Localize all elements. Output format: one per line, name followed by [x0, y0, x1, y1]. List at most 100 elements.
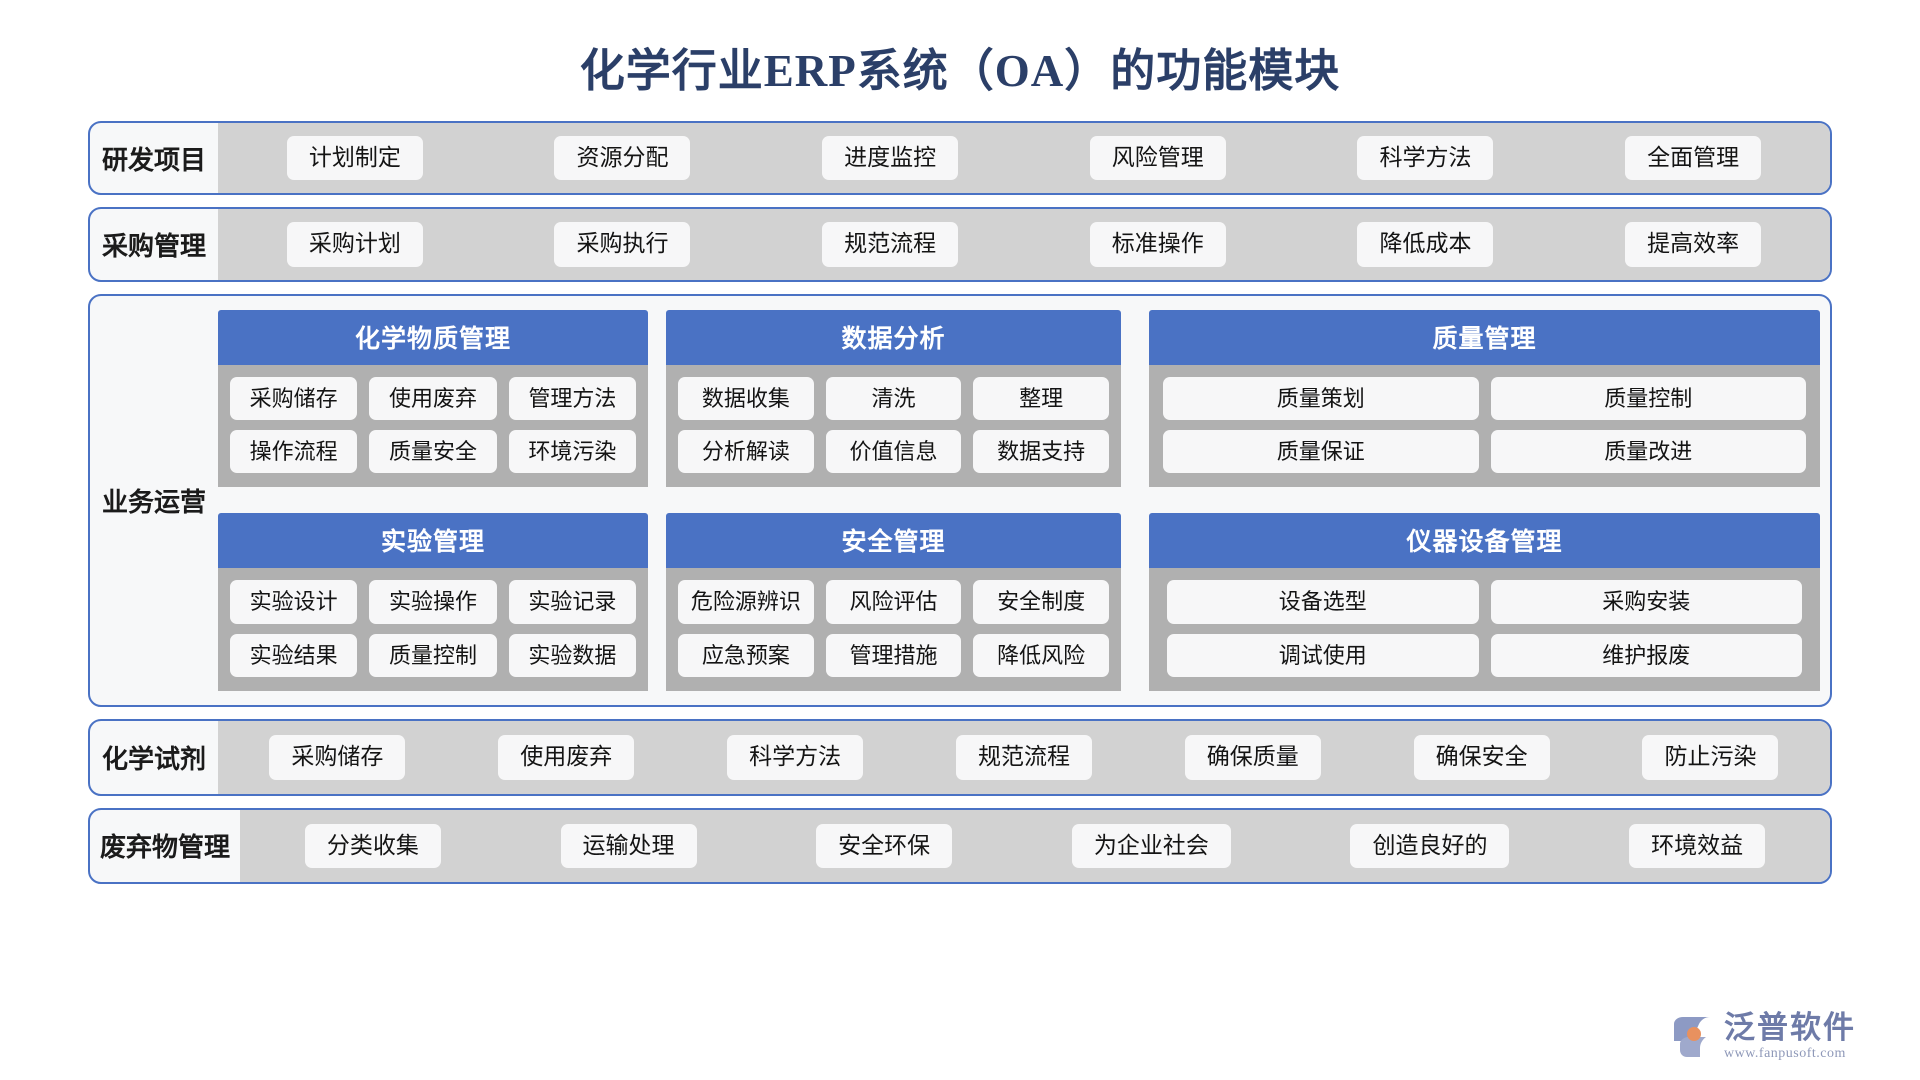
logo-company-name: 泛普软件	[1724, 1010, 1856, 1045]
pill-item[interactable]: 整理	[973, 376, 1110, 421]
pill-item[interactable]: 创造良好的	[1350, 823, 1510, 868]
pill-item[interactable]: 分析解读	[678, 430, 814, 474]
pill-item[interactable]: 操作流程	[230, 430, 358, 474]
pill-item[interactable]: 质量保证	[1163, 430, 1479, 474]
section-items-procurement: 采购计划 采购执行 规范流程 标准操作 降低成本 提高效率	[218, 209, 1830, 280]
pill-item[interactable]: 危险源辨识	[678, 580, 814, 624]
pill-item[interactable]: 实验结果	[230, 633, 358, 678]
pill-item[interactable]: 科学方法	[727, 735, 864, 780]
pill-item[interactable]: 管理方法	[508, 376, 636, 421]
pill-item[interactable]: 使用废弃	[369, 376, 497, 421]
card-row: 实验设计 实验操作 实验记录	[230, 580, 636, 624]
pill-item[interactable]: 标准操作	[1089, 222, 1226, 267]
pill-item[interactable]: 维护报废	[1490, 633, 1802, 678]
pill-item[interactable]: 风险评估	[825, 580, 962, 624]
section-rd-project: 研发项目 计划制定 资源分配 进度监控 风险管理 科学方法 全面管理	[88, 121, 1832, 196]
card-title: 化学物质管理	[218, 309, 648, 365]
pill-item[interactable]: 防止污染	[1642, 735, 1779, 780]
pill-item[interactable]: 数据支持	[973, 430, 1110, 474]
card-title: 质量管理	[1149, 309, 1820, 365]
pill-item[interactable]: 资源分配	[554, 136, 691, 181]
pill-item[interactable]: 提高效率	[1625, 222, 1762, 267]
section-label-procurement: 采购管理	[101, 232, 206, 262]
pill-item[interactable]: 采购计划	[286, 222, 423, 267]
pill-item[interactable]: 确保安全	[1413, 735, 1550, 780]
pill-item[interactable]: 分类收集	[304, 823, 441, 868]
page-title: 化学行业ERP系统（OA）的功能模块	[579, 46, 1341, 96]
section-business-operations: 业务运营 化学物质管理 采购储存 使用废弃 管理方法 操作流程 质量安全 环境污…	[88, 293, 1832, 708]
pill-item[interactable]: 科学方法	[1357, 136, 1494, 181]
section-label-business-operations: 业务运营	[101, 487, 206, 517]
pill-item[interactable]: 运输处理	[560, 823, 697, 868]
section-items-chemical-reagent: 采购储存 使用废弃 科学方法 规范流程 确保质量 确保安全 防止污染	[218, 721, 1830, 794]
card-title: 实验管理	[218, 513, 648, 569]
pill-item[interactable]: 使用废弃	[498, 735, 635, 780]
pill-item[interactable]: 数据收集	[678, 376, 814, 421]
card-row: 采购储存 使用废弃 管理方法	[230, 376, 636, 421]
pill-item[interactable]: 实验设计	[230, 580, 358, 624]
section-label-chemical-reagent: 化学试剂	[101, 744, 206, 774]
pill-item[interactable]: 实验记录	[508, 580, 636, 624]
card-safety-management: 安全管理 危险源辨识 风险评估 安全制度 应急预案 管理措施 降低风险	[666, 513, 1121, 692]
card-row: 操作流程 质量安全 环境污染	[230, 430, 636, 474]
card-row: 实验结果 质量控制 实验数据	[230, 633, 636, 678]
section-items-waste-management: 分类收集 运输处理 安全环保 为企业社会 创造良好的 环境效益	[240, 809, 1830, 882]
pill-item[interactable]: 为企业社会	[1071, 823, 1231, 868]
fanpu-logo-icon	[1670, 1014, 1716, 1060]
pill-item[interactable]: 质量改进	[1490, 430, 1806, 474]
pill-item[interactable]: 采购储存	[269, 735, 406, 780]
logo-text: 泛普软件 www.fanpusoft.com	[1724, 1012, 1856, 1062]
pill-item[interactable]: 计划制定	[286, 136, 423, 181]
pill-item[interactable]: 质量策划	[1163, 376, 1479, 421]
pill-item[interactable]: 价值信息	[825, 430, 962, 474]
card-body: 设备选型 采购安装 调试使用 维护报废	[1149, 568, 1820, 692]
pill-item[interactable]: 安全制度	[973, 580, 1110, 624]
card-body: 采购储存 使用废弃 管理方法 操作流程 质量安全 环境污染	[218, 364, 648, 488]
card-row: 调试使用 维护报废	[1167, 633, 1802, 678]
pill-item[interactable]: 降低成本	[1357, 222, 1494, 267]
pill-item[interactable]: 规范流程	[822, 222, 959, 267]
pill-item[interactable]: 设备选型	[1167, 580, 1479, 624]
pill-item[interactable]: 确保质量	[1184, 735, 1321, 780]
card-row: 质量保证 质量改进	[1163, 430, 1806, 474]
card-body: 数据收集 清洗 整理 分析解读 价值信息 数据支持	[666, 364, 1121, 488]
pill-item[interactable]: 采购储存	[230, 376, 358, 421]
section-waste-management: 废弃物管理 分类收集 运输处理 安全环保 为企业社会 创造良好的 环境效益	[88, 807, 1832, 884]
pill-item[interactable]: 环境污染	[508, 430, 636, 474]
card-row: 数据收集 清洗 整理	[678, 376, 1110, 421]
card-chemical-substance: 化学物质管理 采购储存 使用废弃 管理方法 操作流程 质量安全 环境污染	[218, 309, 648, 488]
operations-card-grid: 化学物质管理 采购储存 使用废弃 管理方法 操作流程 质量安全 环境污染	[218, 309, 1820, 692]
pill-item[interactable]: 采购执行	[554, 222, 691, 267]
card-title: 安全管理	[666, 513, 1121, 569]
pill-item[interactable]: 安全环保	[816, 823, 953, 868]
pill-item[interactable]: 质量控制	[1490, 376, 1806, 421]
pill-item[interactable]: 管理措施	[825, 633, 962, 678]
section-label-rd-project: 研发项目	[101, 145, 206, 175]
card-title: 数据分析	[666, 309, 1121, 365]
logo-website-url: www.fanpusoft.com	[1724, 1046, 1846, 1061]
card-row: 设备选型 采购安装	[1167, 580, 1802, 624]
pill-item[interactable]: 实验操作	[369, 580, 497, 624]
card-title: 仪器设备管理	[1149, 513, 1820, 569]
pill-item[interactable]: 风险管理	[1089, 136, 1226, 181]
section-label-waste-management: 废弃物管理	[100, 833, 231, 863]
pill-item[interactable]: 采购安装	[1490, 580, 1802, 624]
card-row: 分析解读 价值信息 数据支持	[678, 430, 1110, 474]
pill-item[interactable]: 规范流程	[955, 735, 1092, 780]
pill-item[interactable]: 进度监控	[822, 136, 959, 181]
pill-item[interactable]: 实验数据	[508, 633, 636, 678]
brand-logo: 泛普软件 www.fanpusoft.com	[1670, 1012, 1856, 1062]
pill-item[interactable]: 质量安全	[369, 430, 497, 474]
section-chemical-reagent: 化学试剂 采购储存 使用废弃 科学方法 规范流程 确保质量 确保安全 防止污染	[88, 719, 1832, 796]
pill-item[interactable]: 清洗	[825, 376, 962, 421]
card-row: 质量策划 质量控制	[1163, 376, 1806, 421]
section-items-rd-project: 计划制定 资源分配 进度监控 风险管理 科学方法 全面管理	[218, 123, 1830, 194]
pill-item[interactable]: 质量控制	[369, 633, 497, 678]
pill-item[interactable]: 全面管理	[1625, 136, 1762, 181]
pill-item[interactable]: 应急预案	[678, 633, 814, 678]
card-body: 危险源辨识 风险评估 安全制度 应急预案 管理措施 降低风险	[666, 568, 1121, 692]
card-experiment-management: 实验管理 实验设计 实验操作 实验记录 实验结果 质量控制 实验数据	[218, 513, 648, 692]
pill-item[interactable]: 降低风险	[973, 633, 1110, 678]
pill-item[interactable]: 调试使用	[1167, 633, 1479, 678]
pill-item[interactable]: 环境效益	[1629, 823, 1766, 868]
